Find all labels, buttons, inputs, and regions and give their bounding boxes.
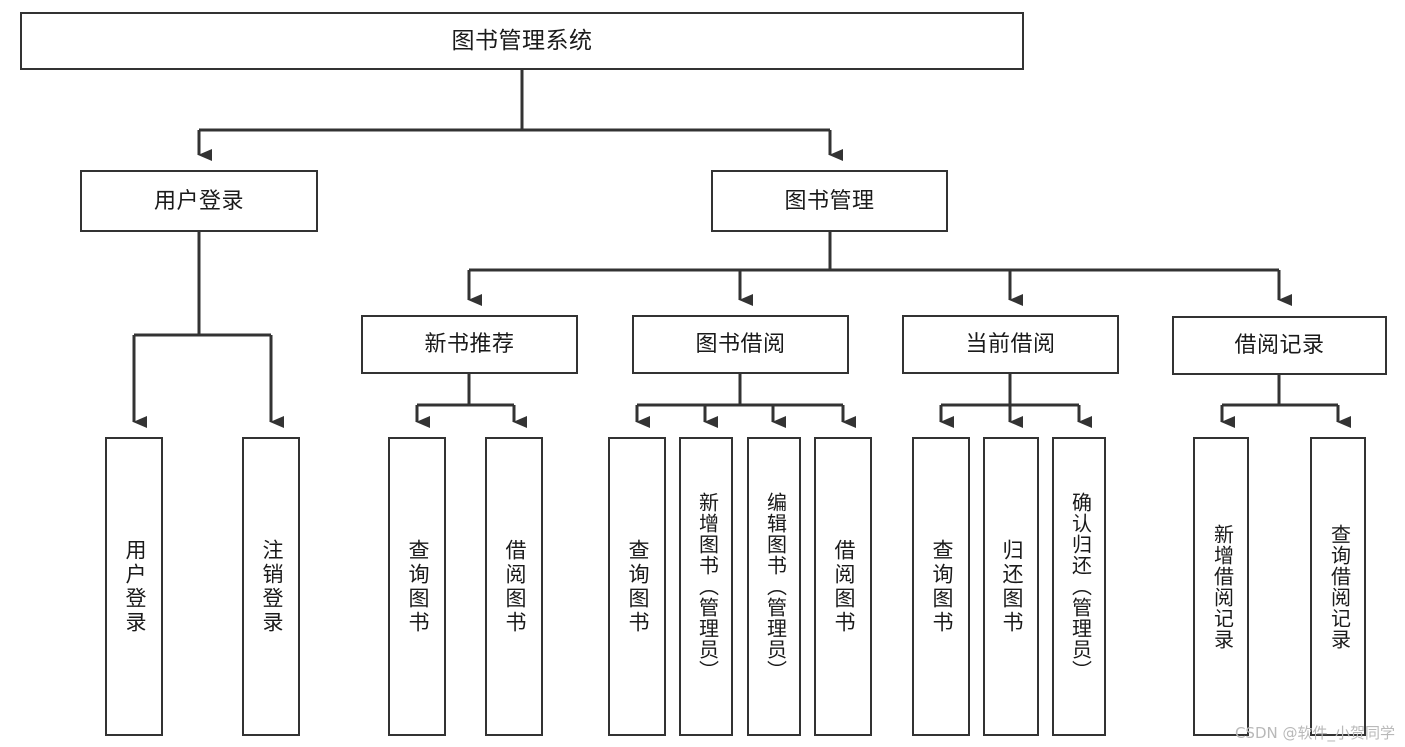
leaf-recommend-query-book[interactable]: 查询图书 — [388, 437, 446, 736]
node-label: 借阅记录 — [1234, 332, 1325, 358]
node-label: 查询图书 — [930, 538, 954, 635]
leaf-borrow-edit-book-admin[interactable]: 编辑图书（管理员） — [747, 437, 801, 736]
node-label: 借阅图书 — [832, 538, 856, 635]
node-label: 查询图书 — [406, 538, 430, 635]
leaf-recommend-borrow-book[interactable]: 借阅图书 — [485, 437, 543, 736]
csdn-watermark: CSDN @软件_小贺同学 — [1234, 724, 1395, 742]
node-current-borrowing[interactable]: 当前借阅 — [902, 315, 1119, 374]
node-label: 确认归还（管理员） — [1068, 492, 1091, 681]
node-new-book-recommendation[interactable]: 新书推荐 — [361, 315, 578, 374]
node-label: 借阅图书 — [503, 538, 527, 635]
leaf-record-add-borrow-record[interactable]: 新增借阅记录 — [1193, 437, 1249, 736]
node-label: 注销登录 — [260, 538, 284, 635]
leaf-borrow-do-borrow-book[interactable]: 借阅图书 — [814, 437, 872, 736]
node-label: 当前借阅 — [965, 331, 1056, 357]
leaf-current-query-book[interactable]: 查询图书 — [912, 437, 970, 736]
node-label: 图书管理 — [784, 187, 875, 213]
node-label: 新书推荐 — [424, 331, 515, 357]
leaf-borrow-query-book[interactable]: 查询图书 — [608, 437, 666, 736]
node-book-management[interactable]: 图书管理 — [711, 170, 948, 232]
node-label: 编辑图书（管理员） — [763, 492, 786, 681]
node-label: 归还图书 — [1000, 538, 1024, 635]
node-label: 用户登录 — [123, 538, 147, 635]
node-label: 新增借阅记录 — [1210, 523, 1233, 650]
node-label: 查询借阅记录 — [1327, 523, 1350, 650]
node-label: 用户登录 — [153, 187, 244, 213]
leaf-record-query-borrow-record[interactable]: 查询借阅记录 — [1310, 437, 1366, 736]
node-book-borrowing[interactable]: 图书借阅 — [632, 315, 849, 374]
node-label: 图书管理系统 — [451, 27, 593, 54]
node-borrow-record[interactable]: 借阅记录 — [1172, 316, 1387, 375]
node-user-login[interactable]: 用户登录 — [80, 170, 318, 232]
node-label: 查询图书 — [626, 538, 650, 635]
leaf-borrow-add-book-admin[interactable]: 新增图书（管理员） — [679, 437, 733, 736]
leaf-logout[interactable]: 注销登录 — [242, 437, 300, 736]
node-label: 图书借阅 — [695, 331, 786, 357]
node-root-system[interactable]: 图书管理系统 — [20, 12, 1024, 70]
leaf-user-login[interactable]: 用户登录 — [105, 437, 163, 736]
leaf-current-return-book[interactable]: 归还图书 — [983, 437, 1039, 736]
leaf-current-confirm-return-admin[interactable]: 确认归还（管理员） — [1052, 437, 1106, 736]
node-label: 新增图书（管理员） — [695, 492, 718, 681]
